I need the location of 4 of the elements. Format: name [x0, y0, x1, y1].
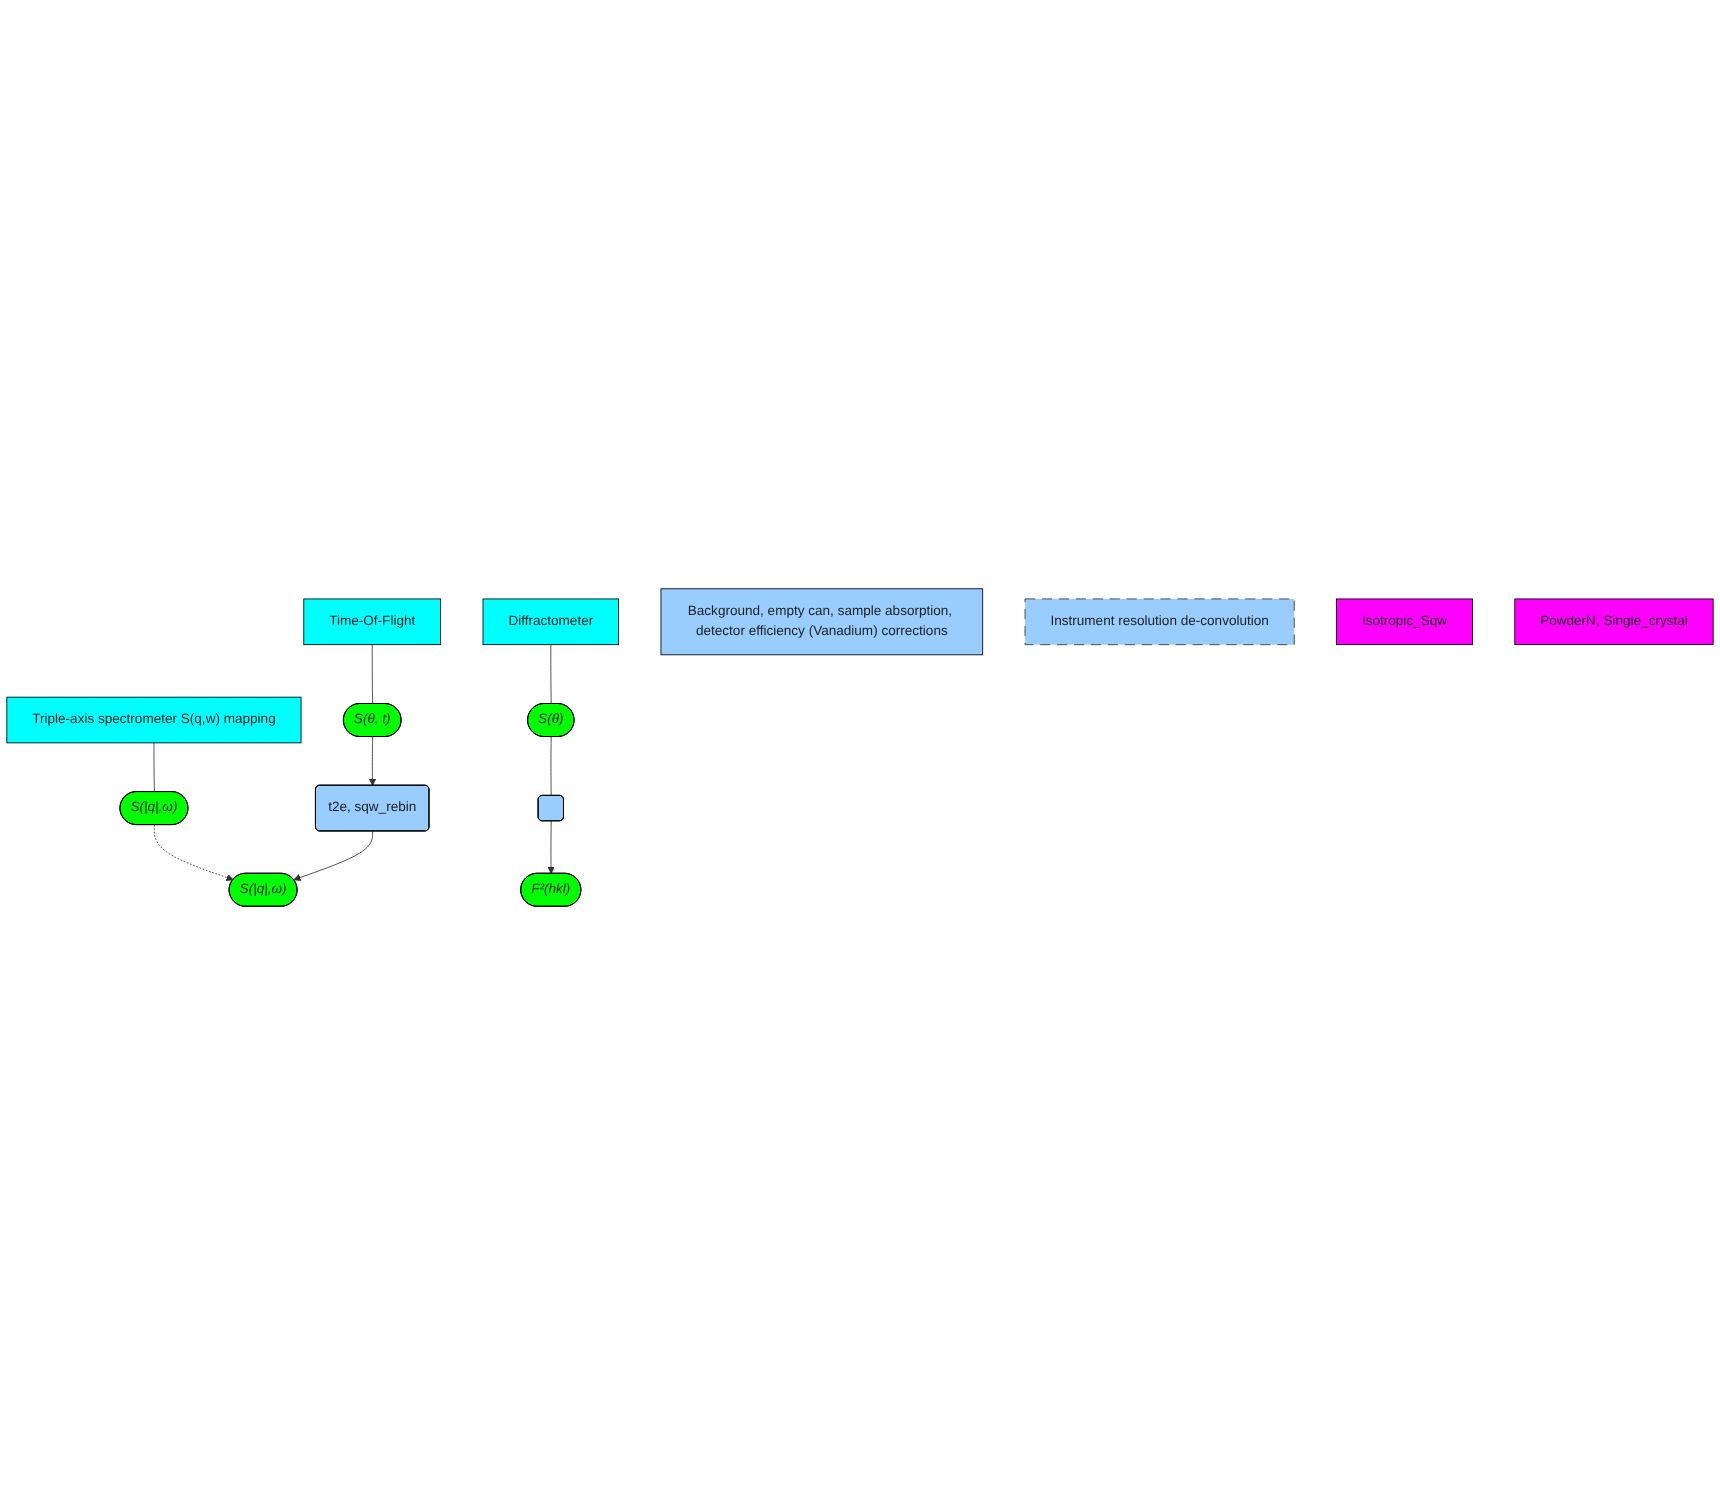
connector	[371, 643, 374, 704]
connector	[550, 736, 552, 796]
connector	[153, 741, 155, 792]
connector	[550, 643, 552, 704]
